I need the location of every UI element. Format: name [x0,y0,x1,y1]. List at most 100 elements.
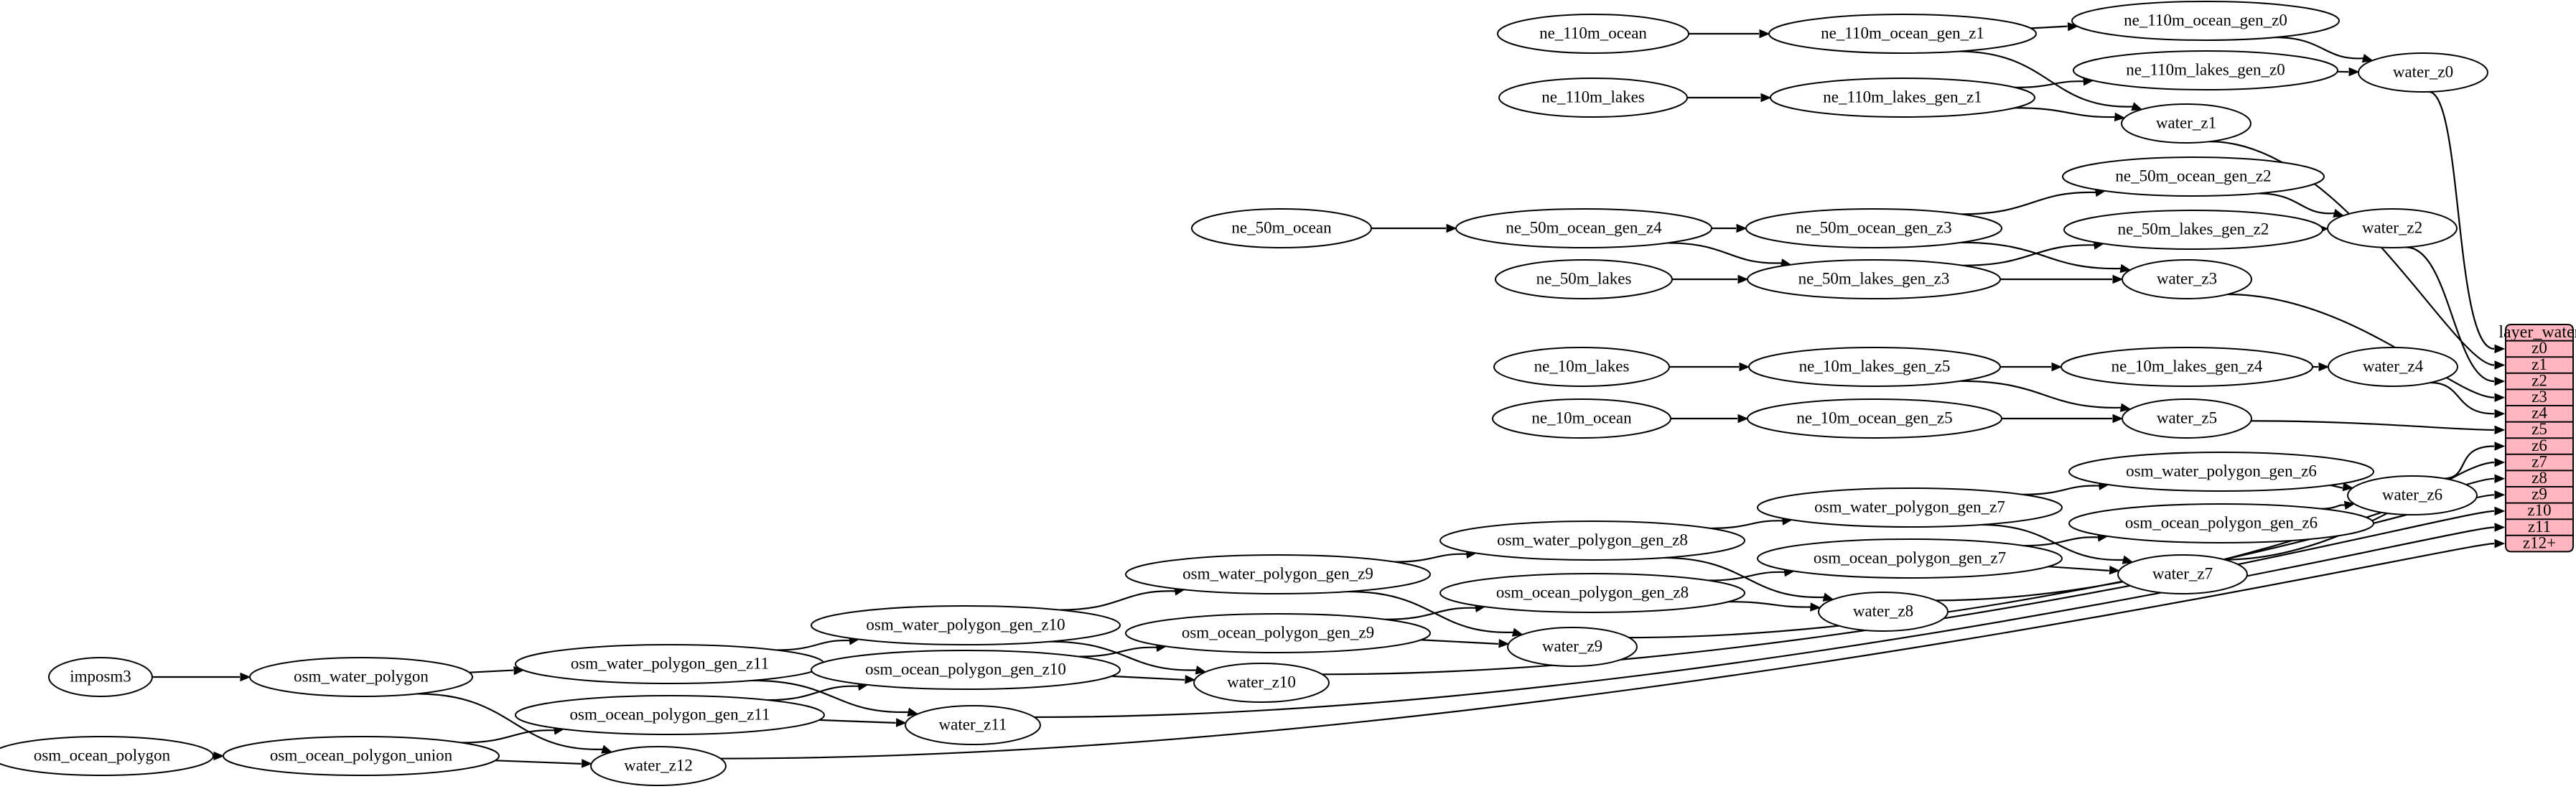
node-shape-osm_ocean_polygon_gen_z7[interactable] [1757,538,2063,579]
record-row-z9[interactable]: z9 [2531,485,2547,503]
record-row-z7[interactable]: z7 [2531,452,2547,470]
node-shape-osm_ocean_polygon_gen_z10[interactable] [811,650,1121,690]
node-shape-osm_water_polygon_gen_z6[interactable] [2068,452,2374,492]
node-osm_water_polygon_gen_z11[interactable]: osm_water_polygon_gen_z11 [515,644,825,684]
node-shape-osm_ocean_polygon_gen_z6[interactable] [2068,503,2374,543]
node-shape-ne_50m_ocean[interactable] [1191,208,1372,248]
node-shape-osm_ocean_polygon_gen_z9[interactable] [1125,613,1431,653]
node-osm_water_polygon_gen_z6[interactable]: osm_water_polygon_gen_z6 [2068,452,2374,492]
node-osm_ocean_polygon_gen_z7[interactable]: osm_ocean_polygon_gen_z7 [1757,538,2063,579]
node-water_z1[interactable]: water_z1 [2121,103,2251,144]
node-shape-osm_water_polygon_gen_z8[interactable] [1439,520,1745,561]
node-shape-ne_50m_lakes_gen_z2[interactable] [2063,210,2323,250]
node-shape-ne_110m_ocean_gen_z1[interactable] [1768,14,2037,54]
node-ne_50m_ocean[interactable]: ne_50m_ocean [1191,208,1372,248]
node-shape-water_z10[interactable] [1193,663,1330,703]
node-shape-osm_water_polygon_gen_z9[interactable] [1125,554,1431,594]
record-row-title[interactable]: layer_water [2498,323,2576,342]
node-ne_50m_ocean_gen_z4[interactable]: ne_50m_ocean_gen_z4 [1455,208,1712,248]
record-row-z4[interactable]: z4 [2531,404,2547,422]
node-shape-ne_10m_lakes_gen_z4[interactable] [2061,347,2313,387]
node-shape-ne_110m_lakes_gen_z0[interactable] [2073,50,2338,90]
node-osm_ocean_polygon_gen_z11[interactable]: osm_ocean_polygon_gen_z11 [515,695,825,735]
node-ne_110m_ocean_gen_z0[interactable]: ne_110m_ocean_gen_z0 [2071,1,2340,41]
node-shape-water_z12[interactable] [590,746,727,786]
node-shape-ne_50m_ocean_gen_z2[interactable] [2062,157,2325,197]
node-shape-water_z6[interactable] [2347,475,2478,515]
node-water_z5[interactable]: water_z5 [2122,398,2252,439]
node-shape-ne_10m_lakes_gen_z5[interactable] [1748,347,2001,387]
node-shape-water_z2[interactable] [2327,208,2458,248]
node-water_z9[interactable]: water_z9 [1507,627,1638,667]
node-ne_10m_lakes_gen_z4[interactable]: ne_10m_lakes_gen_z4 [2061,347,2313,387]
node-osm_water_polygon_gen_z8[interactable]: osm_water_polygon_gen_z8 [1439,520,1745,561]
node-osm_water_polygon_gen_z7[interactable]: osm_water_polygon_gen_z7 [1757,487,2063,528]
node-shape-ne_110m_lakes[interactable] [1498,78,1688,118]
node-osm_ocean_polygon[interactable]: osm_ocean_polygon [0,736,214,776]
node-ne_10m_lakes_gen_z5[interactable]: ne_10m_lakes_gen_z5 [1748,347,2001,387]
node-water_z4[interactable]: water_z4 [2328,347,2458,387]
node-water_z0[interactable]: water_z0 [2358,52,2488,93]
node-osm_water_polygon_gen_z9[interactable]: osm_water_polygon_gen_z9 [1125,554,1431,594]
node-osm_ocean_polygon_gen_z8[interactable]: osm_ocean_polygon_gen_z8 [1439,573,1745,613]
node-shape-water_z11[interactable] [905,705,1041,745]
node-shape-ne_10m_ocean[interactable] [1492,398,1671,439]
node-shape-osm_water_polygon_gen_z7[interactable] [1757,487,2063,528]
node-water_z8[interactable]: water_z8 [1818,592,1949,632]
node-shape-water_z8[interactable] [1818,592,1949,632]
node-ne_10m_ocean[interactable]: ne_10m_ocean [1492,398,1671,439]
node-ne_10m_ocean_gen_z5[interactable]: ne_10m_ocean_gen_z5 [1747,398,2002,439]
node-water_z10[interactable]: water_z10 [1193,663,1330,703]
node-shape-water_z0[interactable] [2358,52,2488,93]
node-water_z6[interactable]: water_z6 [2347,475,2478,515]
node-ne_110m_ocean_gen_z1[interactable]: ne_110m_ocean_gen_z1 [1768,14,2037,54]
node-shape-water_z1[interactable] [2121,103,2251,144]
node-osm_ocean_polygon_gen_z10[interactable]: osm_ocean_polygon_gen_z10 [811,650,1121,690]
node-ne_10m_lakes[interactable]: ne_10m_lakes [1493,347,1670,387]
node-shape-imposm3[interactable] [48,657,153,697]
node-osm_ocean_polygon_union[interactable]: osm_ocean_polygon_union [223,736,500,776]
record-row-z10[interactable]: z10 [2527,501,2551,519]
record-row-z2[interactable]: z2 [2531,371,2547,389]
node-shape-water_z5[interactable] [2122,398,2252,439]
node-shape-water_z3[interactable] [2122,259,2252,299]
node-osm_water_polygon[interactable]: osm_water_polygon [249,657,473,697]
node-ne_50m_ocean_gen_z2[interactable]: ne_50m_ocean_gen_z2 [2062,157,2325,197]
node-imposm3[interactable]: imposm3 [48,657,153,697]
node-shape-ne_110m_ocean[interactable] [1497,14,1689,54]
record-row-z11[interactable]: z11 [2528,518,2551,536]
node-shape-osm_ocean_polygon_union[interactable] [223,736,500,776]
node-shape-ne_50m_ocean_gen_z3[interactable] [1745,208,2002,248]
node-shape-ne_110m_lakes_gen_z1[interactable] [1770,78,2035,118]
record-row-z5[interactable]: z5 [2531,420,2547,438]
node-water_z2[interactable]: water_z2 [2327,208,2458,248]
node-ne_50m_lakes[interactable]: ne_50m_lakes [1495,259,1673,299]
node-shape-osm_ocean_polygon[interactable] [0,736,214,776]
record-row-z6[interactable]: z6 [2531,436,2547,454]
node-shape-water_z9[interactable] [1507,627,1638,667]
node-shape-osm_water_polygon[interactable] [249,657,473,697]
node-shape-osm_ocean_polygon_gen_z11[interactable] [515,695,825,735]
record-row-z0[interactable]: z0 [2531,339,2547,357]
record-row-z3[interactable]: z3 [2531,388,2547,406]
node-shape-ne_50m_ocean_gen_z4[interactable] [1455,208,1712,248]
node-osm_ocean_polygon_gen_z9[interactable]: osm_ocean_polygon_gen_z9 [1125,613,1431,653]
node-ne_110m_lakes_gen_z1[interactable]: ne_110m_lakes_gen_z1 [1770,78,2035,118]
node-ne_50m_lakes_gen_z3[interactable]: ne_50m_lakes_gen_z3 [1747,259,2001,299]
node-water_z3[interactable]: water_z3 [2122,259,2252,299]
node-water_z7[interactable]: water_z7 [2117,554,2248,594]
node-shape-ne_10m_ocean_gen_z5[interactable] [1747,398,2002,439]
node-shape-ne_10m_lakes[interactable] [1493,347,1670,387]
node-shape-water_z4[interactable] [2328,347,2458,387]
record-row-z1[interactable]: z1 [2531,355,2547,373]
node-ne_50m_ocean_gen_z3[interactable]: ne_50m_ocean_gen_z3 [1745,208,2002,248]
node-water_z12[interactable]: water_z12 [590,746,727,786]
record-row-z8[interactable]: z8 [2531,469,2547,487]
node-shape-osm_water_polygon_gen_z10[interactable] [811,605,1121,645]
node-ne_110m_lakes_gen_z0[interactable]: ne_110m_lakes_gen_z0 [2073,50,2338,90]
node-shape-water_z7[interactable] [2117,554,2248,594]
node-ne_110m_lakes[interactable]: ne_110m_lakes [1498,78,1688,118]
node-ne_110m_ocean[interactable]: ne_110m_ocean [1497,14,1689,54]
node-osm_water_polygon_gen_z10[interactable]: osm_water_polygon_gen_z10 [811,605,1121,645]
node-shape-osm_ocean_polygon_gen_z8[interactable] [1439,573,1745,613]
